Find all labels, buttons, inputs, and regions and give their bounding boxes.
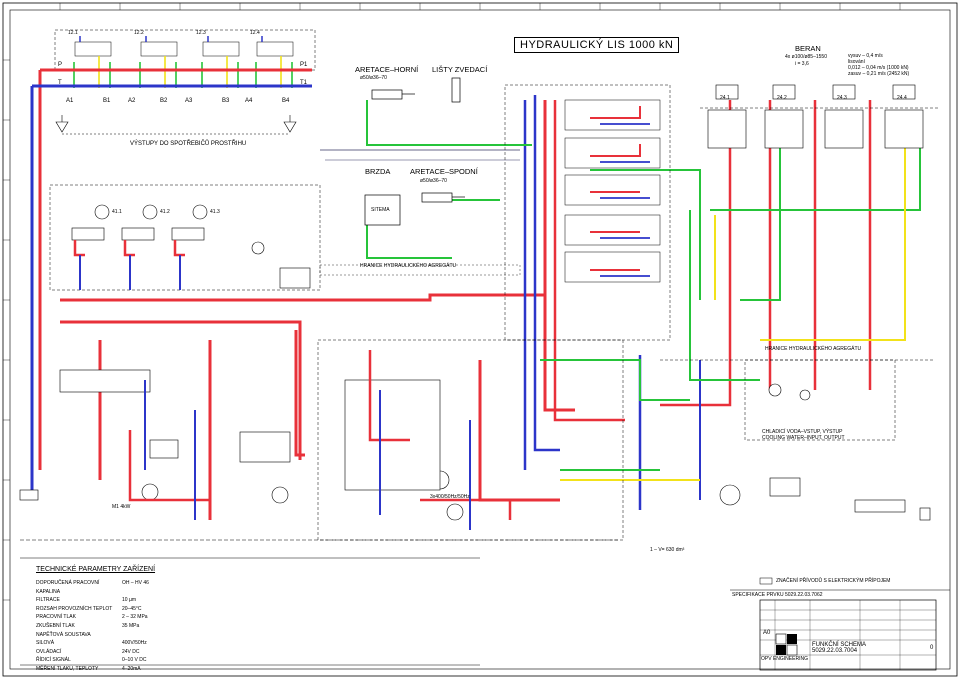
port-b3: B3 <box>222 98 230 104</box>
cyl-24-2: 24.2 <box>777 95 787 101</box>
sheet-number: 0 <box>930 645 934 651</box>
cyl-24-4: 24.4 <box>897 95 907 101</box>
port-b2: B2 <box>160 98 168 104</box>
aretace-spodni-label: ARETACE–SPODNÍ <box>410 167 478 176</box>
drawing-title: HYDRAULICKÝ LIS 1000 kN <box>514 37 680 53</box>
ram-cycle4: zasuv – 0,21 m/s (2452 kN) <box>848 71 910 77</box>
sitema-label: SITEMA <box>371 207 390 213</box>
format: A0 <box>763 630 771 636</box>
cooling-label: COOLING WATER–INPUT, OUTPUT <box>762 435 845 441</box>
drawing-name: FUNKČNÍ SCHEMA <box>812 642 867 648</box>
port-a1: A1 <box>66 98 74 104</box>
company-logo <box>775 633 798 656</box>
port-p: P <box>58 62 63 68</box>
valve-bank-top <box>54 29 316 88</box>
ram-cylinders <box>707 84 924 149</box>
pump-41-1: 41.1 <box>112 209 122 215</box>
aretace-spodni-spec: ø50/ø36–70 <box>420 178 447 184</box>
motor-note: M1 4kW <box>112 504 131 510</box>
valve-12-1: 12.1 <box>68 30 78 36</box>
cyl-24-1: 24.1 <box>720 95 730 101</box>
tech-params-title: TECHNICKÉ PARAMETRY ZAŘÍZENÍ <box>36 566 156 573</box>
port-a2: A2 <box>128 98 136 104</box>
chladici-label: CHLADICÍ VODA–VSTUP, VÝSTUP <box>762 429 843 435</box>
hranice-label-2: HRANICE HYDRAULICKÉHO AGREGÁTU <box>765 346 862 352</box>
aretace-horni-label: ARETACE–HORNÍ <box>355 65 419 74</box>
aretace-horni-spec: ø50/ø36–70 <box>360 75 387 81</box>
port-t: T <box>58 80 62 86</box>
ram-spec1: 4x ø100/ø85–1550 <box>785 54 827 60</box>
port-t1: T1 <box>300 80 308 86</box>
spec-label: SPECIFIKACE PRVKU 5029.22.03.7062 <box>732 592 823 598</box>
company-name: OPV ENGINEERING <box>761 656 808 662</box>
port-a3: A3 <box>185 98 193 104</box>
valve-12-4: 12.4 <box>250 30 260 36</box>
port-p1: P1 <box>300 62 308 68</box>
cyl-24-3: 24.3 <box>837 95 847 101</box>
port-b4: B4 <box>282 98 290 104</box>
ram-cycle2: lisování <box>848 59 865 65</box>
listy-label: LIŠTY ZVEDACÍ <box>432 65 488 74</box>
pump-41-2: 41.2 <box>160 209 170 215</box>
valve-stack <box>564 99 661 283</box>
hranice-label-1: HRANICE HYDRAULICKÉHO AGREGÁTU <box>360 263 457 269</box>
ram-cycle3: 0,012 – 0,04 m/s (1000 kN) <box>848 65 909 71</box>
ram-label: BERAN <box>795 44 821 53</box>
ram-cycle1: vysuv – 0,4 m/s <box>848 53 883 59</box>
drawing-number: 5029.22.03.7004 <box>812 648 858 654</box>
port-a4: A4 <box>245 98 253 104</box>
ram-spec2: i = 3,6 <box>795 61 809 67</box>
electrical-note: ZNAČENÍ PŘÍVODŮ S ELEKTRICKÝM PŘÍPOJEM <box>776 578 891 584</box>
pump-41-3: 41.3 <box>210 209 220 215</box>
valve-12-3: 12.3 <box>196 30 206 36</box>
brzda-label: BRZDA <box>365 167 391 176</box>
tank-volume: 1 – V= 630 dm³ <box>650 547 685 553</box>
main-lines <box>30 68 921 520</box>
rpm-note: 3x400/50Hz/50Hz <box>430 494 470 500</box>
vystupy-label: VÝSTUPY DO SPOTŘEBIČŮ PROSTŘIHU <box>130 141 247 147</box>
tech-row: NAPĚŤOVÁ SOUSTAVA <box>36 631 91 638</box>
valve-12-2: 12.2 <box>134 30 144 36</box>
port-b1: B1 <box>103 98 111 104</box>
